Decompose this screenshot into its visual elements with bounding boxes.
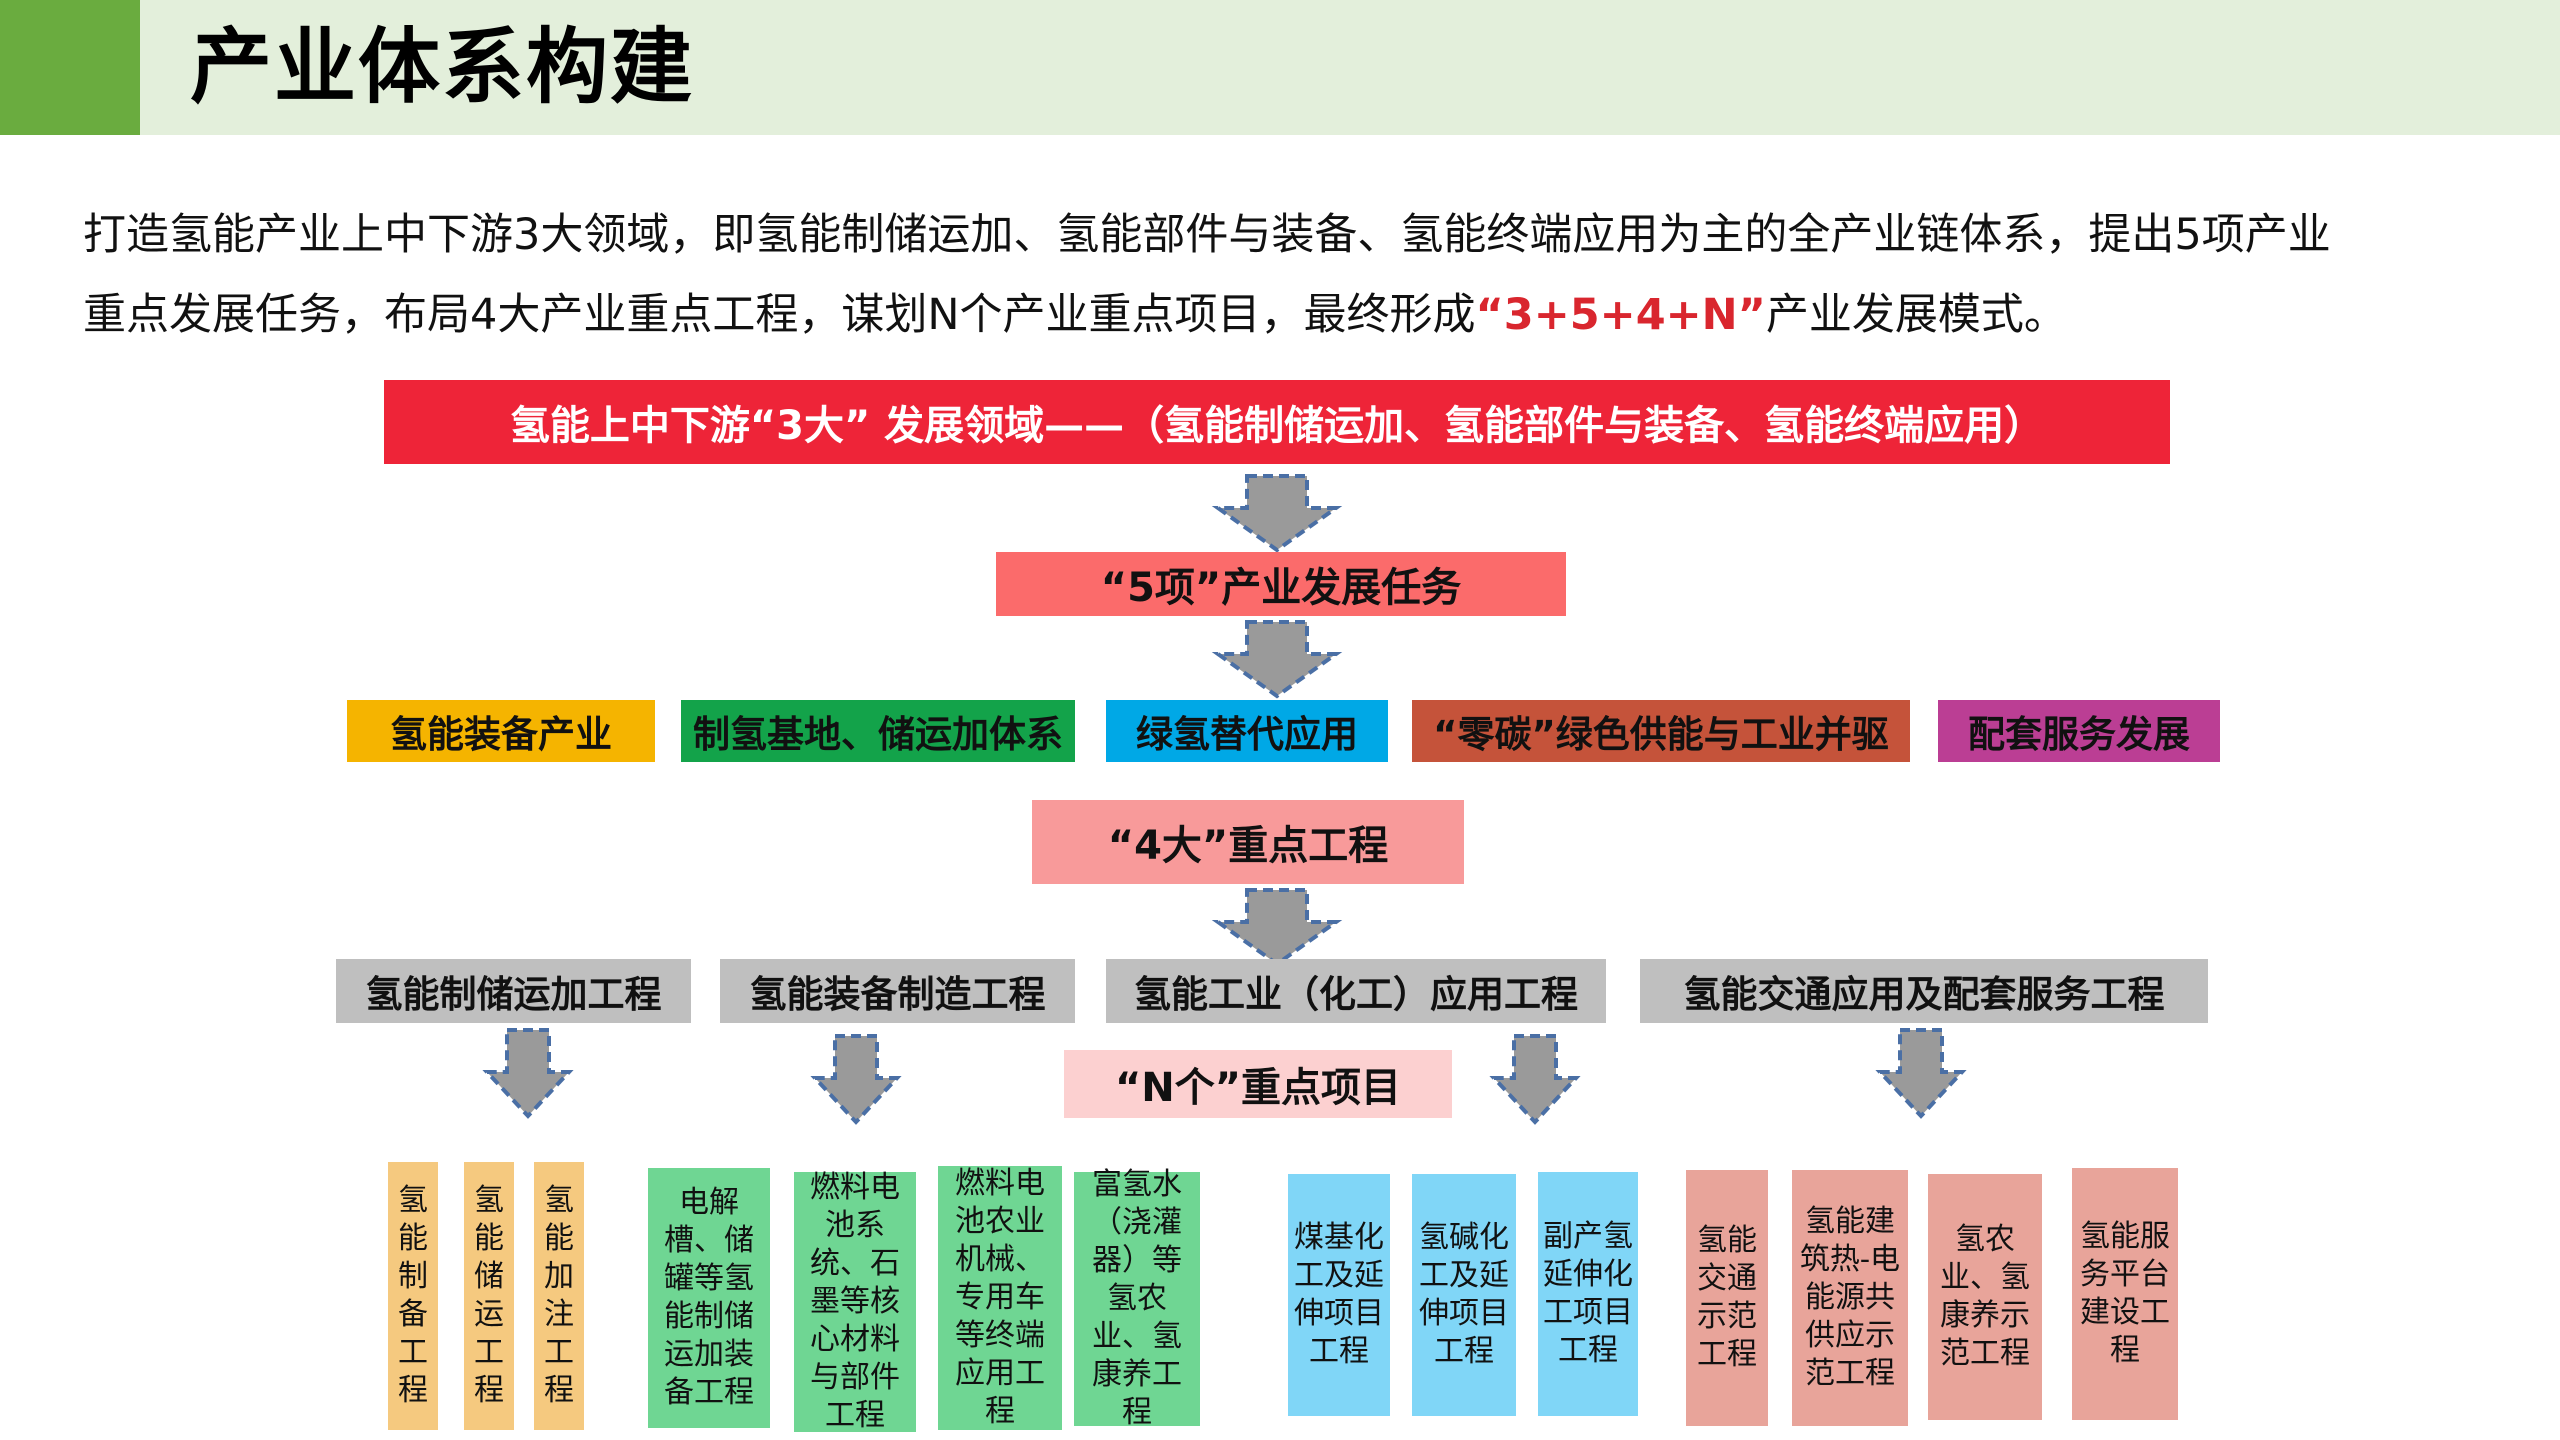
item-service-platform: 氢能服务平台建设工程 xyxy=(2072,1168,2178,1420)
item-electrolyzer-equipment: 电解槽、储罐等氢能制储运加装备工程 xyxy=(648,1168,770,1428)
down-arrow-icon xyxy=(810,1034,902,1125)
header-bar xyxy=(0,0,2560,135)
intro-line-2-suffix: 产业发展模式。 xyxy=(1765,290,2067,340)
down-arrow-icon xyxy=(1211,474,1343,553)
down-arrow-icon xyxy=(482,1028,574,1119)
project-production-storage: 氢能制储运加工程 xyxy=(336,959,691,1023)
item-fuel-cell-materials: 燃料电池系统、石墨等核心材料与部件工程 xyxy=(794,1170,916,1433)
item-hydrogen-storage: 氢能储运工程 xyxy=(464,1162,514,1430)
n-projects-box: “N个”重点项目 xyxy=(1064,1050,1452,1118)
item-byproduct-hydrogen: 副产氢延伸化工项目工程 xyxy=(1538,1172,1638,1416)
page-title: 产业体系构建 xyxy=(190,20,695,115)
project-industrial-application: 氢能工业（化工）应用工程 xyxy=(1106,959,1606,1023)
task-green-hydrogen: 绿氢替代应用 xyxy=(1106,700,1388,762)
item-hydrogen-water-agriculture: 富氢水（浇灌器）等氢农业、氢康养工程 xyxy=(1074,1167,1200,1430)
task-hydrogen-equipment: 氢能装备产业 xyxy=(347,700,655,762)
intro-highlight: “3+5+4+N” xyxy=(1475,290,1766,340)
intro-line-2: 重点发展任务，布局4大产业重点工程，谋划N个产业重点项目，最终形成“3+5+4+… xyxy=(83,275,2503,355)
task-support-services: 配套服务发展 xyxy=(1938,700,2220,762)
header-accent xyxy=(0,0,140,135)
down-arrow-icon xyxy=(1211,888,1343,967)
project-transport-services: 氢能交通应用及配套服务工程 xyxy=(1640,959,2208,1023)
down-arrow-icon xyxy=(1875,1028,1967,1119)
down-arrow-icon xyxy=(1489,1034,1581,1125)
item-fuel-cell-applications: 燃料电池农业机械、专用车等终端应用工程 xyxy=(938,1166,1062,1430)
intro-line-2-prefix: 重点发展任务，布局4大产业重点工程，谋划N个产业重点项目，最终形成 xyxy=(83,290,1476,340)
item-coal-chemical: 煤基化工及延伸项目工程 xyxy=(1288,1174,1390,1416)
intro-line-1: 打造氢能产业上中下游3大领域，即氢能制储运加、氢能部件与装备、氢能终端应用为主的… xyxy=(83,210,2331,260)
down-arrow-icon xyxy=(1211,620,1343,699)
projects-box: “4大”重点工程 xyxy=(1032,800,1464,884)
tasks-box: “5项”产业发展任务 xyxy=(996,552,1566,616)
item-hydrogen-refueling: 氢能加注工程 xyxy=(534,1162,584,1430)
item-building-energy-demo: 氢能建筑热-电能源共供应示范工程 xyxy=(1792,1170,1908,1426)
item-transport-demo: 氢能交通示范工程 xyxy=(1686,1170,1768,1426)
item-agriculture-wellness-demo: 氢农业、氢康养示范工程 xyxy=(1928,1174,2042,1420)
task-production-storage: 制氢基地、储运加体系 xyxy=(681,700,1075,762)
intro-paragraph: 打造氢能产业上中下游3大领域，即氢能制储运加、氢能部件与装备、氢能终端应用为主的… xyxy=(83,195,2503,355)
item-chlor-alkali-chemical: 氢碱化工及延伸项目工程 xyxy=(1412,1174,1516,1416)
top-domain-box: 氢能上中下游“3大” 发展领域——（氢能制储运加、氢能部件与装备、氢能终端应用） xyxy=(384,380,2170,464)
task-zero-carbon: “零碳”绿色供能与工业并驱 xyxy=(1412,700,1910,762)
item-hydrogen-production: 氢能制备工程 xyxy=(388,1162,438,1430)
project-equipment-manufacturing: 氢能装备制造工程 xyxy=(720,959,1075,1023)
